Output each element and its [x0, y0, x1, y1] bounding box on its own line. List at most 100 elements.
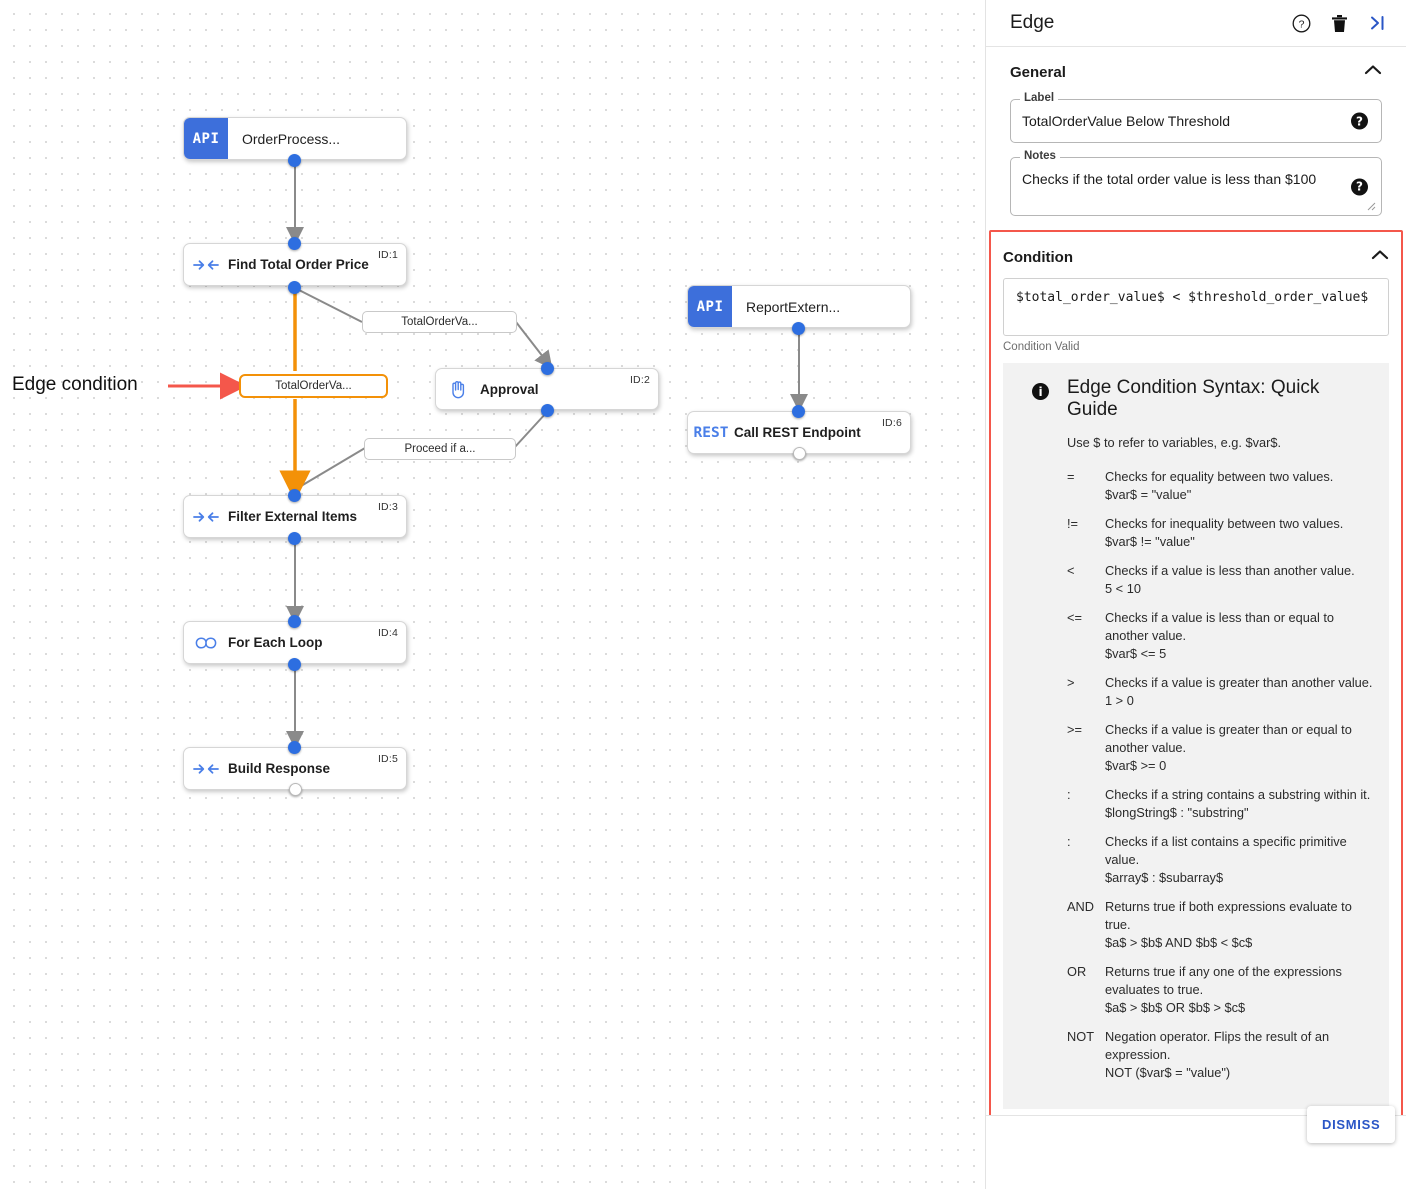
operator-example: $longString$ : "substring"	[1105, 805, 1249, 820]
node-report-external[interactable]: API ReportExtern...	[687, 285, 911, 328]
operator-description: Checks if a value is greater than anothe…	[1105, 675, 1373, 690]
node-input-port[interactable]	[541, 362, 554, 375]
edge-label-to-approval[interactable]: TotalOrderVa...	[362, 311, 517, 333]
operator-symbol: NOT	[1067, 1029, 1095, 1044]
node-filter-external-items[interactable]: Filter External Items ID:3	[183, 495, 407, 538]
info-icon: i	[1032, 383, 1049, 400]
label-field[interactable]: Label TotalOrderValue Below Threshold ?	[1010, 92, 1382, 143]
operator-symbol: :	[1067, 834, 1071, 849]
help-icon[interactable]: ?	[1292, 14, 1311, 33]
node-input-port[interactable]	[288, 615, 301, 628]
converge-arrows-icon	[184, 510, 228, 524]
edge-label-selected-condition[interactable]: TotalOrderVa...	[239, 374, 388, 398]
node-order-process[interactable]: API OrderProcess...	[183, 117, 407, 160]
node-output-port[interactable]	[288, 532, 301, 545]
edge-label-proceed[interactable]: Proceed if a...	[364, 438, 516, 460]
operator-symbol: >	[1067, 675, 1075, 690]
operator-symbol: >=	[1067, 722, 1082, 737]
operator-row: :Checks if a string contains a substring…	[1067, 786, 1375, 822]
operator-example: $var$ != "value"	[1105, 534, 1195, 549]
node-input-port[interactable]	[288, 237, 301, 250]
node-title: OrderProcess...	[242, 130, 341, 147]
label-field-value: TotalOrderValue Below Threshold	[1022, 113, 1231, 129]
node-title: Approval	[480, 381, 539, 397]
operator-example: $array$ : $subarray$	[1105, 870, 1224, 885]
operator-description: Checks if a value is less than another v…	[1105, 563, 1355, 578]
operator-row: :Checks if a list contains a specific pr…	[1067, 833, 1375, 887]
edge-label-text: TotalOrderVa...	[275, 380, 352, 392]
operator-symbol: <=	[1067, 610, 1082, 625]
operator-description: Checks for inequality between two values…	[1105, 516, 1344, 531]
node-id-label: ID:3	[377, 501, 398, 513]
hand-icon	[436, 379, 480, 399]
flow-canvas[interactable]: Edge condition API OrderProcess... Find …	[0, 0, 985, 1189]
node-output-port[interactable]	[288, 658, 301, 671]
node-build-response[interactable]: Build Response ID:5	[183, 747, 407, 790]
node-output-port[interactable]	[792, 322, 805, 335]
panel-footer: DISMISS	[986, 1106, 1406, 1189]
node-output-port[interactable]	[793, 447, 806, 460]
edge-label-text: TotalOrderVa...	[401, 316, 478, 328]
node-title: Filter External Items	[228, 509, 358, 524]
operator-example: 1 > 0	[1105, 693, 1134, 708]
node-title: Build Response	[228, 761, 331, 776]
help-icon[interactable]: ?	[1351, 112, 1368, 130]
notes-field[interactable]: Notes Checks if the total order value is…	[1010, 150, 1382, 216]
operator-symbol: AND	[1067, 899, 1095, 914]
general-section: General Label TotalOrderValue Below Thre…	[986, 47, 1406, 216]
operator-row: >=Checks if a value is greater than or e…	[1067, 721, 1375, 775]
node-input-port[interactable]	[288, 489, 301, 502]
node-output-port[interactable]	[289, 783, 302, 796]
converge-arrows-icon	[184, 762, 228, 776]
operator-example: $var$ <= 5	[1105, 646, 1167, 661]
general-section-header[interactable]: General	[998, 47, 1394, 91]
operator-symbol: !=	[1067, 516, 1079, 531]
node-id-label: ID:5	[377, 753, 398, 765]
edge-condition-annotation: Edge condition	[12, 374, 138, 395]
api-badge-icon: API	[184, 118, 228, 159]
operator-description: Checks if a string contains a substring …	[1105, 787, 1371, 802]
operator-description: Checks if a value is less than or equal …	[1105, 610, 1335, 643]
node-output-port[interactable]	[288, 281, 301, 294]
operator-list: =Checks for equality between two values.…	[1067, 468, 1375, 1082]
operator-row: != Checks for inequality between two valu…	[1067, 515, 1375, 551]
guide-intro-text: Use $ to refer to variables, e.g. $var$.	[1067, 435, 1282, 450]
api-badge-icon: API	[688, 286, 732, 327]
node-title: Find Total Order Price	[228, 257, 369, 272]
chevron-up-icon[interactable]	[1364, 63, 1382, 81]
node-input-port[interactable]	[288, 741, 301, 754]
node-id-label: ID:4	[377, 627, 398, 639]
label-field-caption: Label	[1020, 92, 1059, 104]
node-input-port[interactable]	[792, 405, 805, 418]
operator-description: Returns true if both expressions evaluat…	[1105, 899, 1352, 932]
operator-example: $var$ = "value"	[1105, 487, 1192, 502]
svg-text:?: ?	[1299, 18, 1305, 30]
node-id-label: ID:2	[629, 374, 650, 386]
operator-example: NOT ($var$ = "value")	[1105, 1065, 1231, 1080]
operator-example: $var$ >= 0	[1105, 758, 1167, 773]
chevron-up-icon[interactable]	[1371, 248, 1389, 266]
operator-symbol: =	[1067, 469, 1075, 484]
resize-grip-icon[interactable]	[1365, 200, 1376, 211]
delete-icon[interactable]	[1331, 14, 1348, 33]
help-icon[interactable]: ?	[1351, 178, 1368, 195]
operator-example: $a$ > $b$ OR $b$ > $c$	[1105, 1000, 1246, 1015]
node-output-port[interactable]	[541, 404, 554, 417]
dismiss-button[interactable]: DISMISS	[1307, 1106, 1396, 1143]
condition-section-header[interactable]: Condition	[991, 232, 1401, 276]
edge-properties-panel: Edge ?	[985, 0, 1406, 1189]
collapse-panel-icon[interactable]	[1368, 14, 1388, 32]
operator-row: <Checks if a value is less than another …	[1067, 562, 1375, 598]
section-title: Condition	[1003, 248, 1073, 266]
node-output-port[interactable]	[288, 154, 301, 167]
infinity-icon	[184, 636, 228, 650]
operator-row: AND Returns true if both expressions eval…	[1067, 898, 1375, 952]
edge-label-text: Proceed if a...	[404, 443, 476, 455]
operator-row: =Checks for equality between two values.…	[1067, 468, 1375, 504]
rest-badge-icon: REST	[693, 424, 729, 441]
operator-row: <= Checks if a value is less than or equa…	[1067, 609, 1375, 663]
node-title: Call REST Endpoint	[734, 425, 861, 440]
condition-expression-input[interactable]: $total_order_value$ < $threshold_order_v…	[1003, 278, 1389, 336]
condition-section: Condition $total_order_value$ < $thresho…	[989, 230, 1403, 1120]
